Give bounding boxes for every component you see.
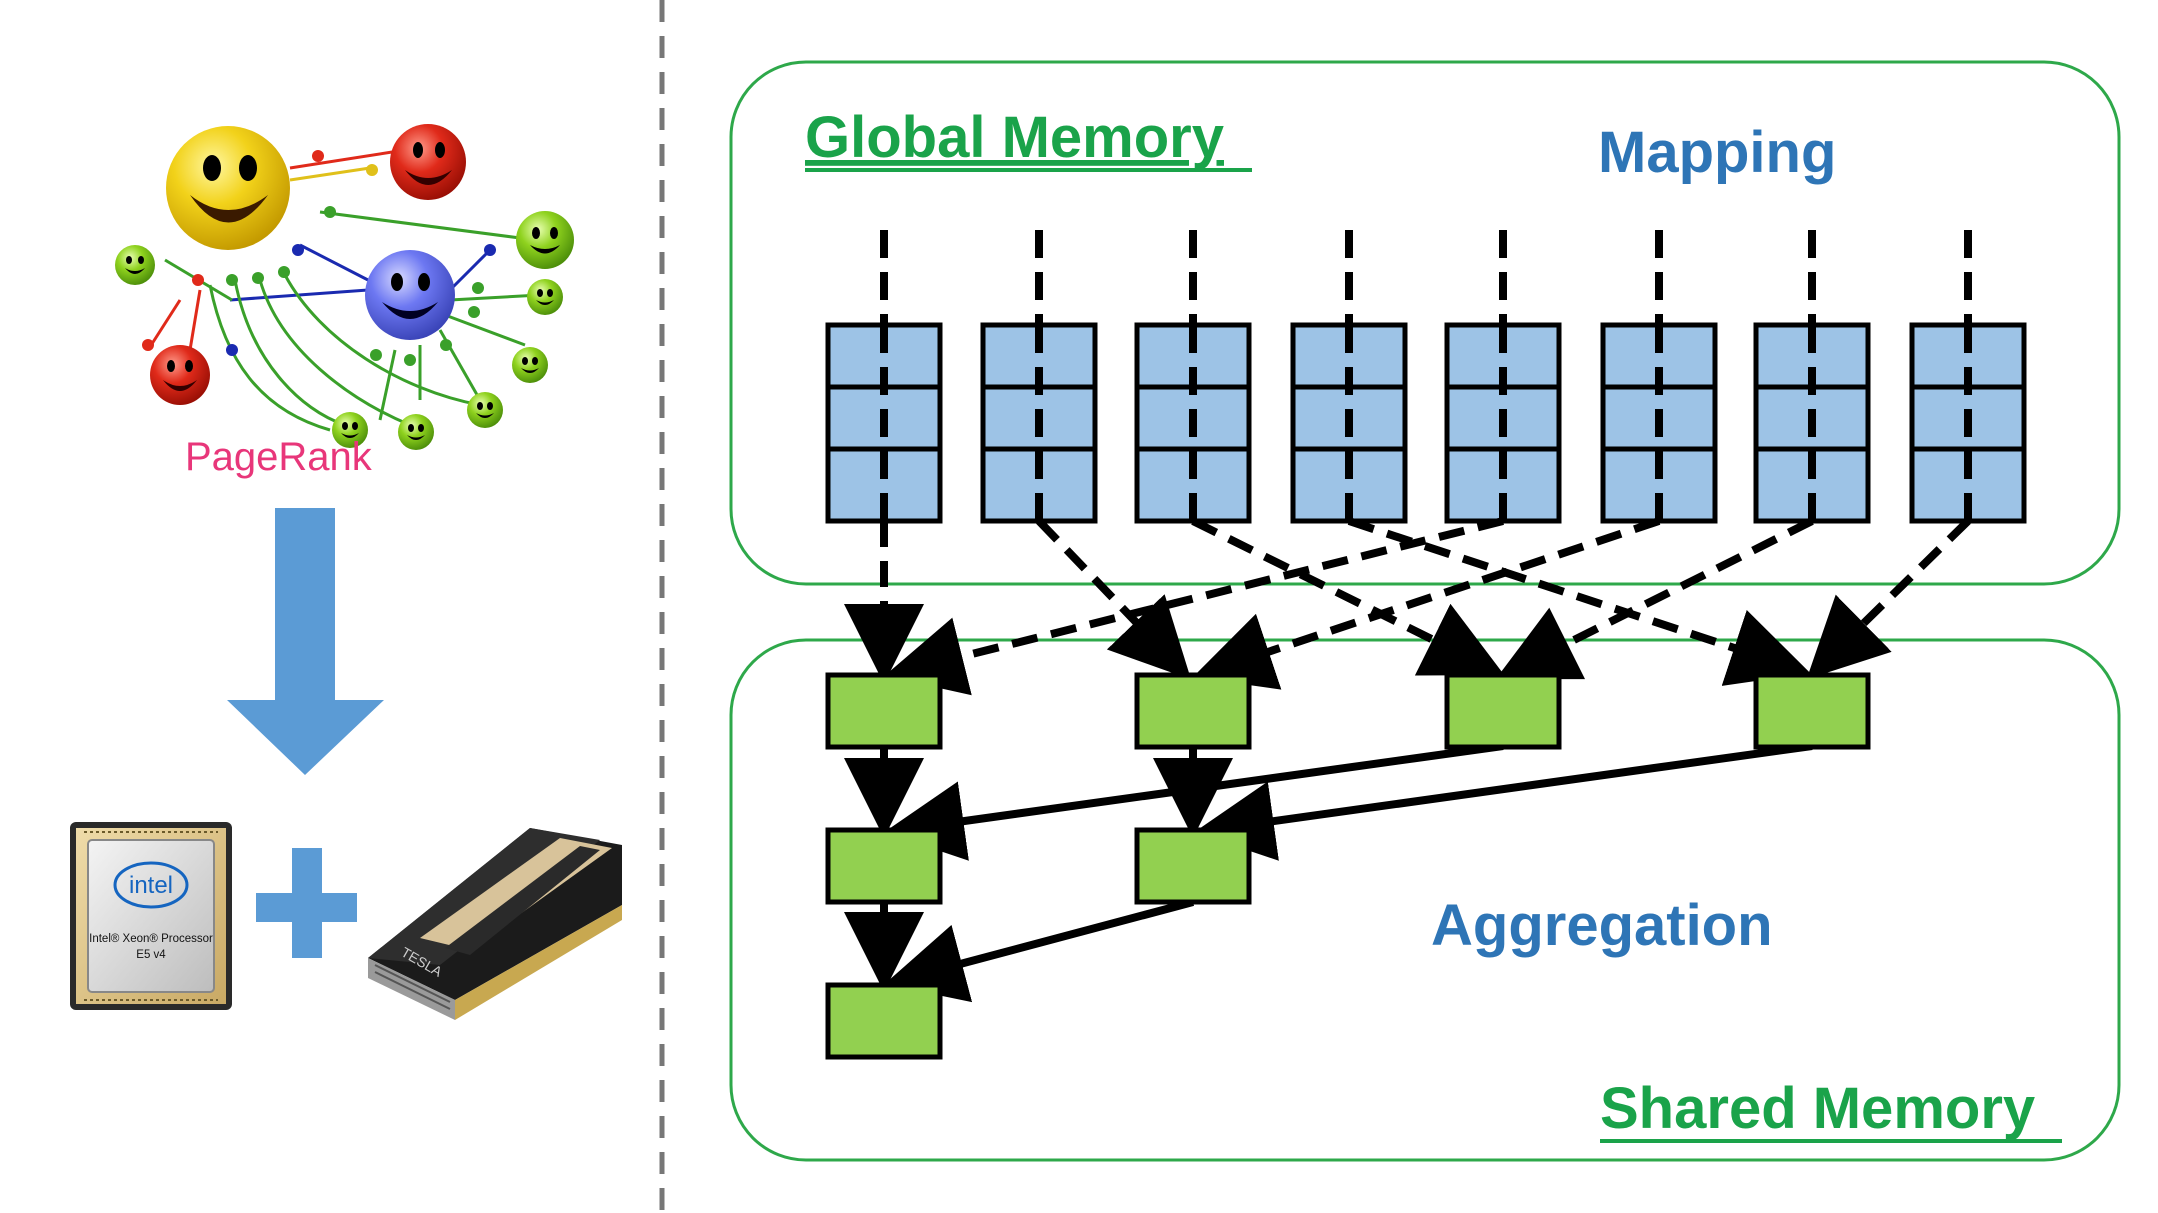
aggregation-boxes — [825, 672, 1871, 1060]
pagerank-graph-illustration: PageRank — [115, 124, 574, 479]
cpu-model-line2: E5 v4 — [136, 949, 166, 961]
mapping-label: Mapping — [1598, 120, 1836, 185]
red-smiley-node — [390, 124, 466, 200]
cpu-model-line1: Intel® Xeon® Processor — [89, 933, 213, 945]
aggregation-box — [825, 672, 943, 750]
aggregation-label: Aggregation — [1431, 893, 1773, 958]
aggregation-box — [1134, 827, 1252, 905]
aggregation-box — [825, 982, 943, 1060]
aggregation-box — [1753, 672, 1871, 750]
yellow-smiley-node — [166, 126, 290, 250]
intel-logo — [113, 861, 189, 909]
aggregation-box — [1444, 672, 1562, 750]
plus-icon — [256, 848, 357, 958]
global-memory-label: Global Memory — [805, 105, 1224, 170]
memory-column — [1290, 322, 1408, 524]
shared-memory-label: Shared Memory — [1600, 1076, 2035, 1141]
down-arrow-icon — [227, 508, 384, 775]
intel-xeon-cpu-image: intel Intel® Xeon® Processor E5 v4 — [70, 822, 232, 1010]
global-memory-columns — [825, 322, 2027, 524]
intel-brand-text: intel — [129, 872, 173, 899]
mapping-arrows — [844, 517, 1971, 696]
global-memory-region — [729, 60, 2121, 586]
tesla-gpu-image: TESLA — [368, 828, 622, 1020]
pagerank-label: PageRank — [185, 435, 373, 479]
aggregation-arrows — [844, 742, 1813, 1003]
mapping-input-lines-overlay — [880, 325, 1972, 520]
blue-smiley-node — [365, 250, 455, 340]
aggregation-box — [825, 827, 943, 905]
red-smiley-node-small — [150, 345, 210, 405]
aggregation-box — [1134, 672, 1252, 750]
green-smiley-nodes — [115, 211, 574, 450]
